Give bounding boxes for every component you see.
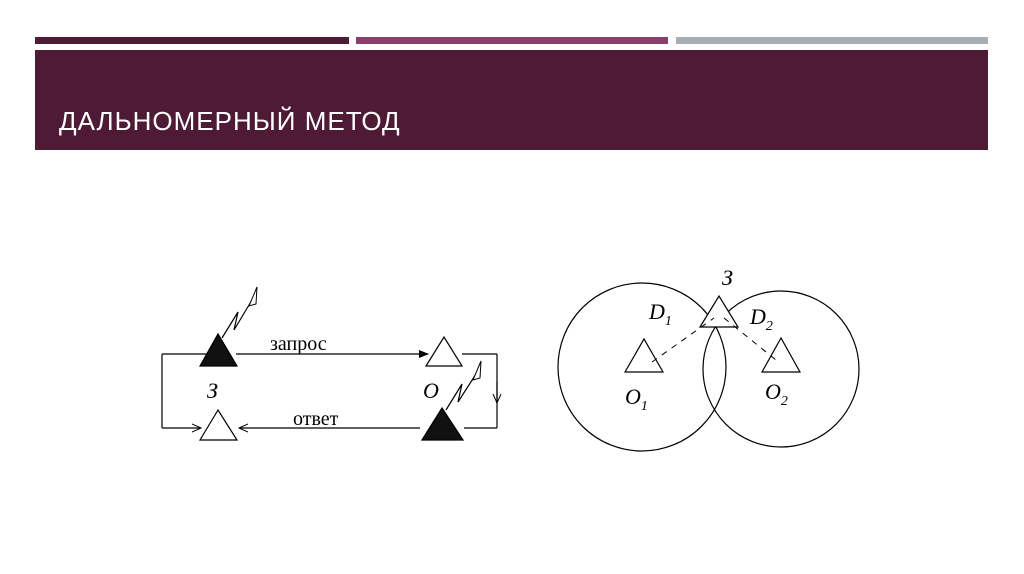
- request-response-diagram: запрос ответ З О: [161, 286, 497, 441]
- top-bar-mid: [356, 37, 668, 44]
- responder-triangle-filled: [420, 406, 465, 441]
- o1-label: O1: [625, 384, 648, 414]
- response-label: ответ: [293, 408, 339, 430]
- range-circle-1: [557, 282, 727, 452]
- d1-label: D1: [648, 299, 672, 329]
- station-o1-triangle: [623, 337, 665, 373]
- station-o-label: О: [423, 378, 439, 403]
- transmitter-triangle-filled: [198, 332, 239, 367]
- d2-label: D2: [749, 304, 773, 334]
- request-label: запрос: [270, 333, 327, 355]
- station-3-triangle: [698, 294, 740, 328]
- response-lightning-icon: [445, 373, 477, 411]
- range-circle-2: [702, 290, 860, 448]
- top-bar-dark: [35, 37, 349, 44]
- range-line-d1: [651, 317, 715, 363]
- station-o2-triangle: [760, 336, 802, 373]
- page-title: ДАЛЬНОМЕРНЫЙ МЕТОД: [59, 106, 401, 136]
- signal-arrowhead-icon: [248, 286, 258, 307]
- o2-label: O2: [765, 379, 788, 409]
- receiver-triangle-open: [424, 335, 464, 367]
- title-banner: ДАЛЬНОМЕРНЫЙ МЕТОД: [35, 50, 988, 150]
- station-3-triangle-open: [198, 408, 239, 441]
- top-bar-light: [676, 37, 988, 44]
- station-3-label-right: З: [722, 265, 733, 290]
- response-arrowhead-icon: [472, 360, 482, 381]
- station-3-label: З: [207, 378, 218, 403]
- signal-lightning-icon: [221, 299, 253, 339]
- range-circles-diagram: З D1 D2 O1 O2: [557, 265, 860, 452]
